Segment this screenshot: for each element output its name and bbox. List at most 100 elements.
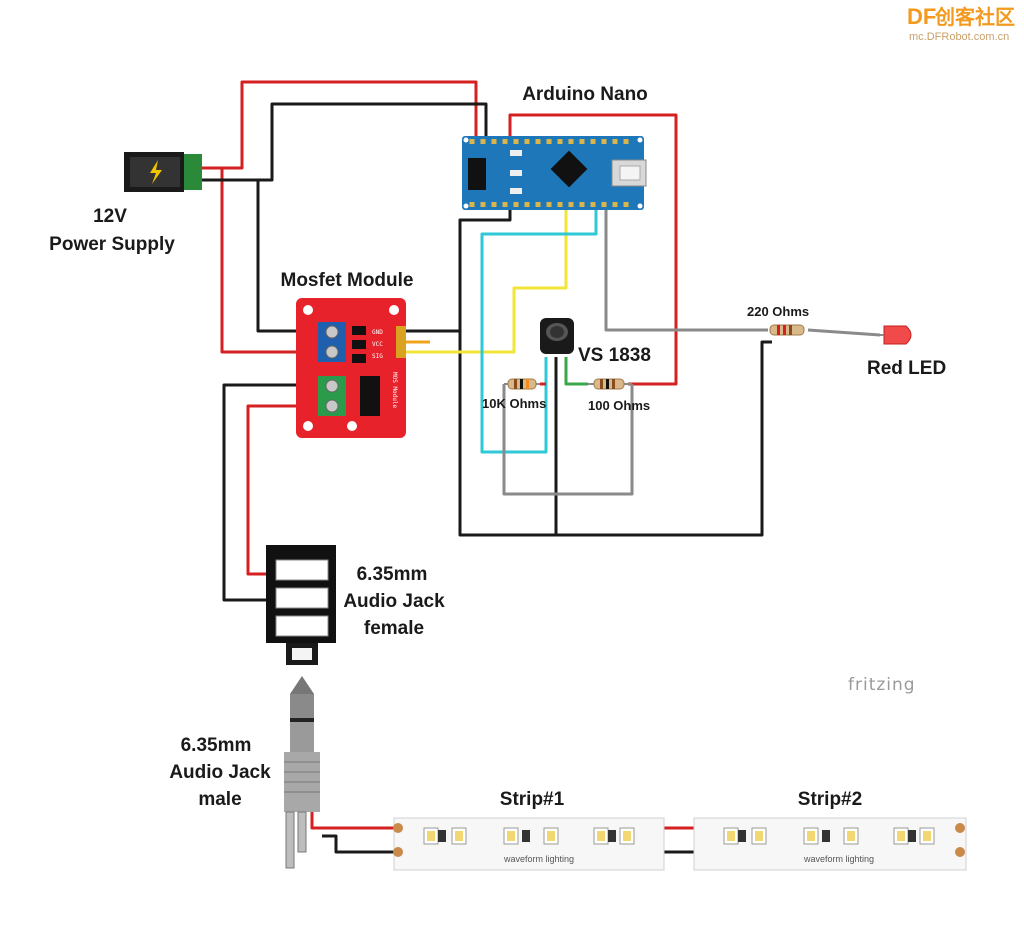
nano-pin bbox=[480, 139, 486, 144]
female-jack-label-1: 6.35mm bbox=[357, 564, 428, 585]
mounting-hole bbox=[389, 305, 399, 315]
mounting-hole bbox=[637, 203, 643, 209]
wire-black-nano-gnd bbox=[458, 208, 772, 537]
smd-led-die bbox=[727, 831, 735, 841]
nano-pin bbox=[590, 202, 596, 207]
nano-pin bbox=[623, 202, 629, 207]
nano-pin bbox=[480, 202, 486, 207]
dfrobot-watermark: DF 创客社区 mc.DFRobot.com.cn bbox=[907, 4, 1015, 43]
strip1-brand: waveform lighting bbox=[503, 854, 574, 864]
smd-resistor bbox=[908, 830, 916, 842]
ir-sensor-label: VS 1838 bbox=[578, 345, 651, 366]
audio-jack-male bbox=[284, 676, 320, 869]
ir-lens-inner bbox=[550, 326, 564, 338]
power-label-line2: Power Supply bbox=[49, 234, 175, 255]
smd-component bbox=[352, 354, 366, 363]
nano-board bbox=[462, 136, 644, 210]
smd-led-1 bbox=[510, 150, 522, 156]
female-jack-label-3: female bbox=[364, 618, 424, 639]
mosfet-board bbox=[296, 298, 406, 438]
smd-led-2 bbox=[510, 170, 522, 176]
led-strip-1: waveform lighting bbox=[393, 817, 665, 871]
smd-resistor bbox=[438, 830, 446, 842]
nano-pin bbox=[601, 202, 607, 207]
nano-pin bbox=[491, 202, 497, 207]
mounting-hole bbox=[303, 421, 313, 431]
female-jack-contact bbox=[275, 615, 329, 637]
mounting-hole bbox=[303, 305, 313, 315]
terminal-screw bbox=[325, 379, 339, 393]
smd-resistor bbox=[522, 830, 530, 842]
smd-led-die bbox=[807, 831, 815, 841]
resistor-100 bbox=[588, 378, 632, 390]
nano-pin bbox=[535, 202, 541, 207]
strip2-label: Strip#2 bbox=[798, 789, 862, 810]
female-jack-contact bbox=[275, 587, 329, 609]
lightning-icon bbox=[150, 160, 162, 184]
wires bbox=[200, 80, 881, 854]
smd-led-die bbox=[755, 831, 763, 841]
smd-led-die bbox=[847, 831, 855, 841]
nano-pin bbox=[623, 139, 629, 144]
red-led bbox=[872, 325, 912, 345]
nano-pin bbox=[491, 139, 497, 144]
nano-pin bbox=[502, 139, 508, 144]
nano-pin bbox=[601, 139, 607, 144]
nano-pin bbox=[535, 139, 541, 144]
mosfet-chip bbox=[360, 376, 380, 416]
wire-cyan-ir-out bbox=[480, 208, 598, 454]
audio-jack-female bbox=[266, 545, 336, 665]
mosfet-board-text: MOS Module bbox=[391, 372, 398, 409]
wire-red-5v bbox=[508, 113, 678, 386]
strip2-leds bbox=[723, 827, 935, 845]
icsp-header bbox=[468, 158, 486, 190]
nano-pin bbox=[557, 202, 563, 207]
wire-red-vin bbox=[200, 80, 478, 170]
nano-pin bbox=[546, 139, 552, 144]
strip1-leds bbox=[423, 827, 635, 845]
pin-label-gnd: GND bbox=[372, 329, 383, 336]
led-strip-2: waveform lighting bbox=[693, 817, 967, 871]
smd-led-die bbox=[897, 831, 905, 841]
nano-pin bbox=[568, 202, 574, 207]
fritzing-watermark: fritzing bbox=[848, 675, 916, 695]
female-jack-label-2: Audio Jack bbox=[343, 591, 445, 612]
wire-red-mosfet-vplus bbox=[200, 166, 320, 354]
nano-pin bbox=[502, 202, 508, 207]
strip1-label: Strip#1 bbox=[500, 789, 565, 810]
male-jack-sleeve bbox=[290, 722, 314, 752]
smd-component bbox=[352, 340, 366, 349]
power-label-line1: 12V bbox=[93, 206, 127, 227]
wire-yellow-signal bbox=[402, 208, 568, 354]
nano-pin bbox=[513, 202, 519, 207]
wire-gray-led bbox=[604, 208, 768, 332]
mounting-hole bbox=[463, 137, 469, 143]
nano-pin bbox=[579, 139, 585, 144]
wire-gray-led-2 bbox=[807, 328, 881, 337]
strip2-brand: waveform lighting bbox=[803, 854, 874, 864]
microcontroller-chip bbox=[550, 150, 588, 188]
nano-pin bbox=[546, 202, 552, 207]
watermark-url: mc.DFRobot.com.cn bbox=[909, 31, 1009, 43]
nano-pin bbox=[469, 202, 475, 207]
male-jack-lug bbox=[285, 811, 295, 869]
female-jack-contact bbox=[275, 559, 329, 581]
nano-pins-top bbox=[469, 139, 629, 144]
strip1-body bbox=[393, 817, 665, 871]
nano-pins-bottom bbox=[469, 202, 629, 207]
red-led-label: Red LED bbox=[867, 358, 946, 379]
strip2-pad-plus bbox=[955, 823, 965, 833]
male-jack-label-3: male bbox=[198, 789, 241, 810]
nano-pin bbox=[612, 139, 618, 144]
terminal-screw bbox=[325, 399, 339, 413]
resistor-220 bbox=[769, 324, 805, 336]
resistor-100-label: 100 Ohms bbox=[588, 398, 650, 413]
wire-red-strip bbox=[310, 812, 398, 830]
strip2-pad-minus bbox=[955, 847, 965, 857]
nano-pin bbox=[513, 139, 519, 144]
led-body bbox=[883, 325, 912, 345]
mounting-hole bbox=[463, 203, 469, 209]
strip1-pad-minus bbox=[393, 847, 403, 857]
mosfet-module: GND VCC SIG MOS Module bbox=[296, 298, 406, 438]
